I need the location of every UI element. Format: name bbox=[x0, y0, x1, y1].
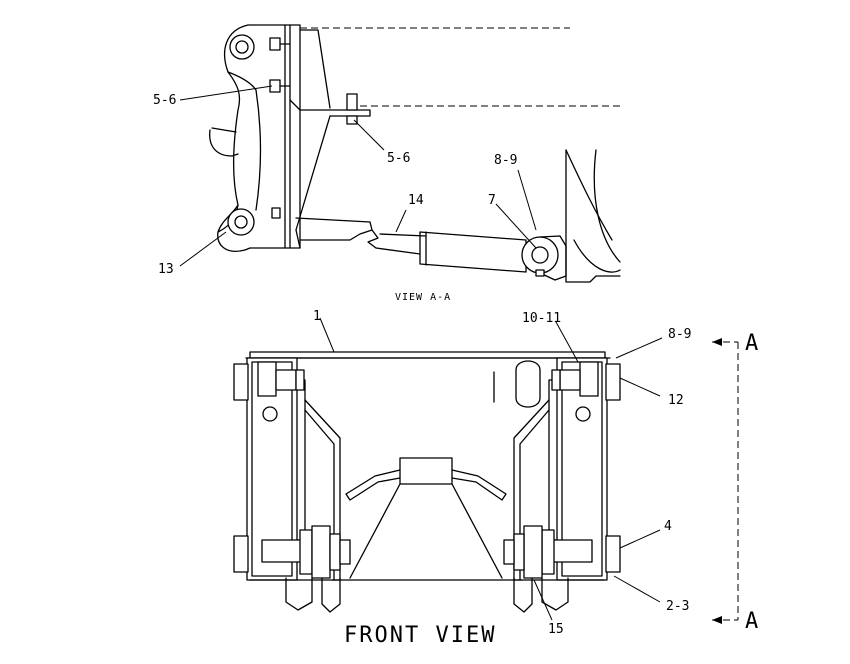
front-view-drawing bbox=[233, 351, 621, 613]
callout-8-9-top: 8-9 bbox=[494, 153, 517, 168]
front-view-title: FRONT VIEW bbox=[344, 623, 496, 648]
callout-13: 13 bbox=[158, 262, 174, 277]
callout-5-6-right: 5-6 bbox=[387, 151, 410, 166]
callout-4: 4 bbox=[664, 519, 672, 534]
callout-8-9-front: 8-9 bbox=[668, 327, 691, 342]
callout-1: 1 bbox=[313, 309, 321, 324]
callout-5-6-left: 5-6 bbox=[153, 93, 176, 108]
callout-7: 7 bbox=[488, 193, 496, 208]
callout-10-11: 10-11 bbox=[522, 311, 561, 326]
section-mark-bottom: A bbox=[745, 609, 758, 634]
callout-2-3: 2-3 bbox=[666, 599, 689, 614]
callout-15: 15 bbox=[548, 622, 564, 637]
callout-14: 14 bbox=[408, 193, 424, 208]
leader-lines bbox=[179, 85, 663, 621]
section-line-a-a bbox=[712, 338, 739, 624]
callout-12: 12 bbox=[668, 393, 684, 408]
view-a-a-title: VIEW A-A bbox=[395, 292, 451, 303]
side-view-drawing bbox=[209, 24, 621, 283]
section-mark-top: A bbox=[745, 331, 758, 356]
